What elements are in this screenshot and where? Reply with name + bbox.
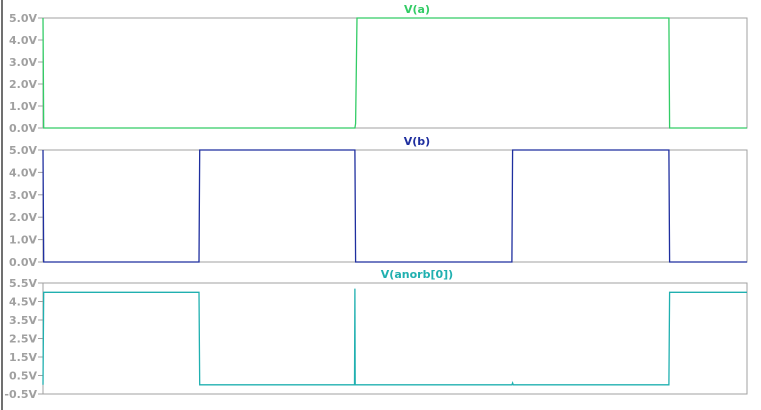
trace-title: V(a) — [404, 3, 430, 16]
y-tick-label: -0.5V — [4, 388, 37, 401]
y-tick-label: 1.0V — [9, 234, 37, 247]
plot-pane-frame — [42, 17, 748, 129]
y-tick-label: 5.0V — [9, 12, 37, 25]
trace-title: V(anorb[0]) — [381, 268, 453, 281]
y-tick-label: 4.5V — [9, 296, 37, 309]
y-tick-label: 1.0V — [9, 100, 37, 113]
y-tick-label: 5.5V — [9, 277, 37, 290]
y-tick-label: 3.0V — [9, 189, 37, 202]
y-tick-label: 4.0V — [9, 166, 37, 179]
y-tick-label: 4.0V — [9, 34, 37, 47]
plot-pane-frame — [42, 282, 748, 395]
trace-title: V(b) — [404, 135, 430, 148]
y-tick-label: 2.5V — [9, 333, 37, 346]
y-tick-label: 3.5V — [9, 314, 37, 327]
y-tick-label: 2.0V — [9, 78, 37, 91]
y-tick-label: 0.0V — [9, 256, 37, 269]
trace-line — [42, 149, 747, 263]
plot-pane-frame — [42, 149, 748, 263]
trace-line — [42, 17, 747, 129]
y-tick-label: 3.0V — [9, 56, 37, 69]
y-tick-label: 0.5V — [9, 370, 37, 383]
trace-line — [42, 288, 747, 386]
y-tick-label: 5.0V — [9, 144, 37, 157]
y-tick-label: 1.5V — [9, 351, 37, 364]
y-tick-label: 0.0V — [9, 122, 37, 135]
y-tick-label: 2.0V — [9, 211, 37, 224]
